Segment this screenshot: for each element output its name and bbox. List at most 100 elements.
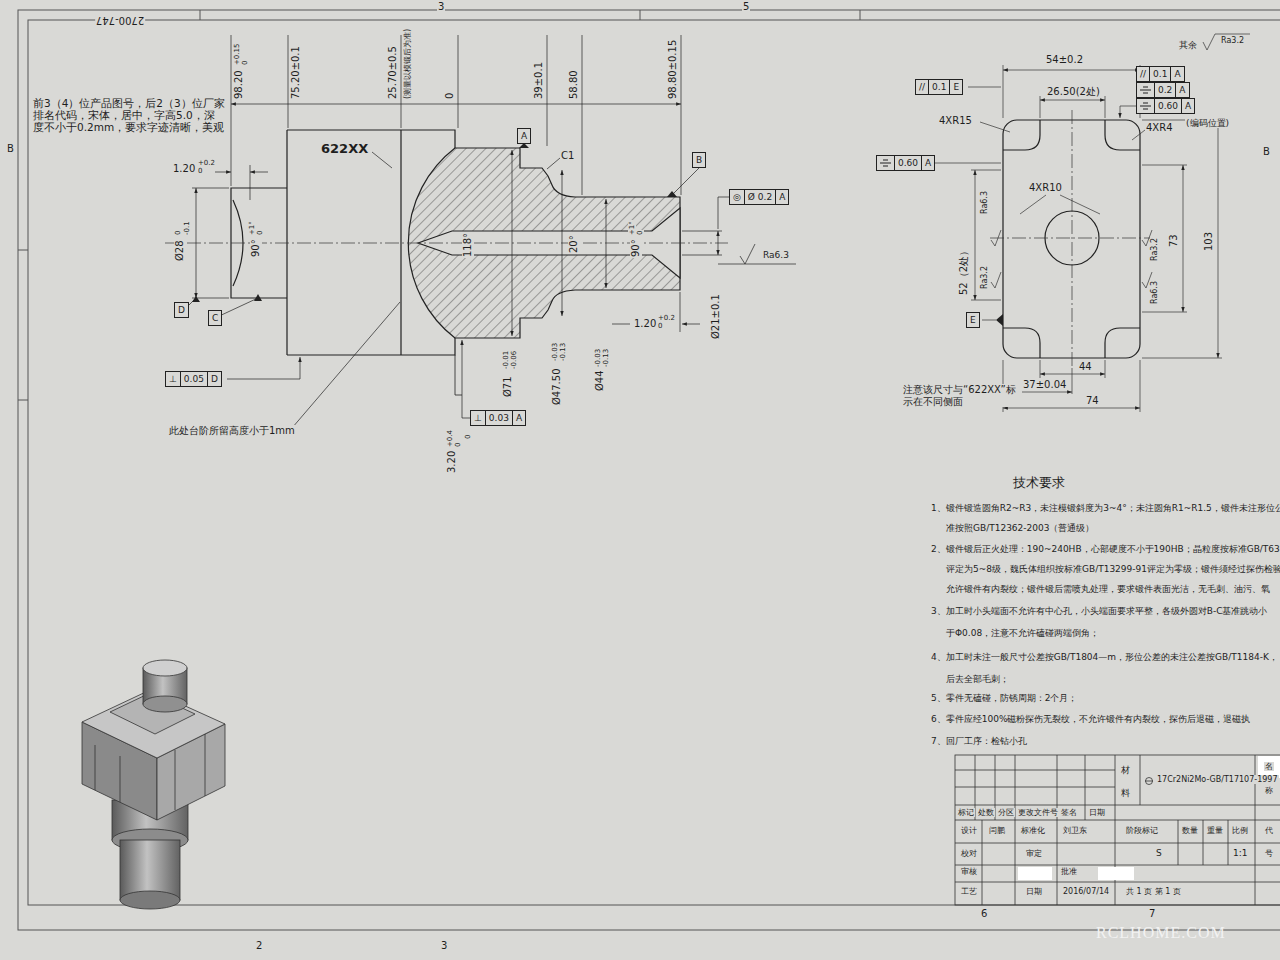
dimension-text: -0.03 <box>551 342 559 362</box>
drawing-number: 2700-747 <box>95 14 145 26</box>
dimension-text: 0 <box>464 434 472 440</box>
dimension-text: 0 <box>444 92 456 100</box>
tolerance-frame: //0.1E <box>915 79 963 95</box>
zone-marker: B <box>1262 146 1271 158</box>
dimension-text: 0 <box>197 167 203 175</box>
dimension-text: 0 <box>256 230 264 236</box>
frame-cell: ◎ <box>730 190 744 204</box>
dimension-text: Ø71 <box>502 375 514 398</box>
frame-cell: A <box>512 411 525 425</box>
title-block-cell: 工艺 <box>960 887 978 896</box>
symmetry-symbol <box>1137 83 1154 97</box>
dimension-text: Ø44 <box>594 369 606 392</box>
tolerance-frame: 0.2A <box>1136 82 1190 98</box>
front-view <box>231 130 680 395</box>
dimension-text: 25.70±0.5 <box>387 45 399 100</box>
dimension-text: 0 <box>241 60 249 66</box>
title-block-cell: 材 <box>1120 765 1131 775</box>
dimension-text: +0.15 <box>233 43 241 66</box>
frame-cell: A <box>921 156 934 170</box>
title-block-cell: 重量 <box>1206 826 1224 835</box>
dimension-text: 3.20 <box>446 450 458 474</box>
frame-cell: A <box>1175 83 1188 97</box>
title-block-cell: 代 <box>1264 826 1274 835</box>
frame-cell: D <box>175 303 188 317</box>
title-block-cell: 17Cr2Ni2Mo-GB/T17107-1997 <box>1156 775 1279 784</box>
dimension-text: +1° <box>248 220 256 236</box>
datum-box: E <box>966 312 980 328</box>
dimension-text: 54±0.2 <box>1045 54 1084 66</box>
frame-cell: ⊥ <box>471 411 485 425</box>
title-block-cell: 阶段标记 <box>1125 826 1159 835</box>
title-block-cell: S <box>1155 848 1163 858</box>
frame-cell: A <box>1170 67 1183 81</box>
title-block-cell: 审核 <box>960 867 978 876</box>
title-block-cell: 标准化 <box>1020 826 1046 835</box>
zone-marker: B <box>6 143 15 155</box>
note-text: 此处台阶所留高度小于1mm <box>168 425 296 437</box>
dimension-text: 4XR15 <box>938 115 973 127</box>
dimension-text: -0.13 <box>559 342 567 362</box>
title-block-cell: 数量 <box>1181 826 1199 835</box>
dimension-text: 4XR4 <box>1145 122 1174 134</box>
part-code: 622XX <box>320 142 369 157</box>
dimension-text: 26.50(2处) <box>1046 86 1101 98</box>
tolerance-frame: ◎Ø 0.2A <box>729 189 789 205</box>
dimension-text: 118° <box>462 232 474 258</box>
sheet-border <box>18 10 1280 930</box>
title-block-cell: 审定 <box>1025 849 1043 858</box>
zone-marker: 2 <box>255 940 263 952</box>
symmetry-symbol <box>1140 101 1151 111</box>
tech-requirement: 3、加工时小头端面不允许有中心孔，小头端面要求平整，各级外圆对B-C基准跳动小 <box>930 606 1268 616</box>
roughness-text: Ra6.3 <box>1150 280 1159 305</box>
dimension-text: C1 <box>560 150 575 162</box>
roughness-text: Ra3.2 <box>1220 36 1245 45</box>
dimension-lines <box>188 35 796 428</box>
title-block-cell: 号 <box>1264 849 1274 858</box>
dimension-text: 0 <box>636 230 644 236</box>
datum-box: C <box>208 310 222 326</box>
watermark: RCLHOME.COM <box>1095 924 1227 942</box>
title-block-cell: 1:1 <box>1232 848 1248 858</box>
roughness-text: Ra3.2 <box>980 265 989 290</box>
tolerance-frame: //0.1A <box>1136 66 1185 82</box>
zone-marker: 5 <box>742 1 750 13</box>
title-block-cell: 分区 <box>997 808 1015 817</box>
tech-requirement: 4、加工时未注一般尺寸公差按GB/T1804—m，形位公差的未注公差按GB/T1… <box>930 652 1279 662</box>
frame-cell: 0.03 <box>485 411 512 425</box>
frame-cell: A <box>518 129 530 143</box>
dimension-text: 52（2处） <box>958 245 970 296</box>
dimension-text: +0.2 <box>197 159 216 167</box>
title-block-cell: 日期 <box>1088 808 1106 817</box>
frame-cell: C <box>209 311 221 325</box>
dimension-text: Ø47.50 <box>551 368 563 407</box>
frame-cell: A <box>1181 99 1194 113</box>
dimension-text: 90° <box>630 238 642 258</box>
datum-box: A <box>517 128 531 144</box>
datum-box: B <box>692 152 706 168</box>
roughness-text: Ra6.3 <box>980 190 989 215</box>
title-block-cell: 比例 <box>1231 826 1249 835</box>
roughness-text: 其余 <box>1178 40 1198 50</box>
dimension-text: -0.06 <box>510 350 518 370</box>
tech-requirement: 2、锻件锻后正火处理：190~240HB，心部硬度不小于190HB；晶粒度按标准… <box>930 544 1280 554</box>
tech-requirement: 后去全部毛刺； <box>945 674 1010 684</box>
tech-requirement: 7、回厂工序：检钻小孔 <box>930 736 1028 746</box>
dimension-text: 0 <box>174 230 182 236</box>
zone-marker: 3 <box>437 1 445 13</box>
dimension-text: 75.20±0.1 <box>290 45 302 100</box>
roughness-text: Ra6.3 <box>762 250 790 260</box>
title-block-cell: 校对 <box>960 849 978 858</box>
tech-requirement: 评定为5~8级，魏氏体组织按标准GB/T13299-91评定为零级；锻件须经过探… <box>945 564 1280 574</box>
tolerance-frame: ⊥0.05D <box>165 371 222 387</box>
frame-cell: 0.1 <box>1149 67 1170 81</box>
dimension-text: 44 <box>1078 361 1093 373</box>
section-heading: 技术要求 <box>1012 476 1066 491</box>
dimension-text: 1.20 <box>633 318 657 330</box>
dimension-text: 98.80±0.15 <box>667 39 679 100</box>
dimension-text: 103 <box>1203 231 1215 252</box>
zone-marker: 7 <box>1148 908 1156 920</box>
dimension-text: -0.01 <box>502 350 510 370</box>
tech-requirement: 6、零件应经100%磁粉探伤无裂纹，不允许锻件有内裂纹，探伤后退磁，退磁执 <box>930 714 1251 724</box>
title-block-cell: 共 1 页 第 1 页 <box>1125 887 1182 896</box>
